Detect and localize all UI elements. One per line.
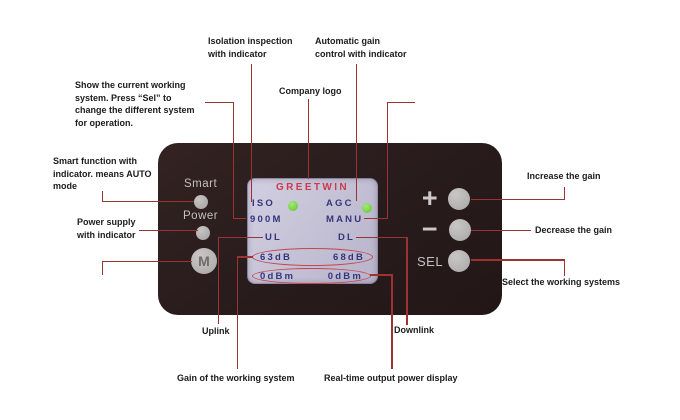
uplink-power-value: 0dBm (260, 270, 296, 282)
isolation-label: Isolation inspection with indicator (208, 36, 293, 59)
leader-isolation-vertical (250, 64, 252, 202)
leader-show-system-top (205, 101, 233, 103)
leader-increase-horizontal (471, 198, 565, 200)
iso-indicator-led (288, 201, 298, 211)
leader-select-vertical (563, 259, 565, 276)
power-indicator-led (196, 226, 210, 240)
leader-uplink-vertical (217, 236, 219, 324)
company-logo-text: GREETWIN (275, 182, 350, 193)
leader-realtime-hook (370, 274, 392, 276)
agc-indicator-led (362, 203, 372, 213)
leader-downlink-vertical (406, 236, 408, 325)
show-system-label: Show the current working system. Press “… (75, 80, 195, 128)
increase-gain-label: Increase the gain (527, 171, 601, 181)
leader-m-horizontal (101, 260, 192, 262)
m-button-label: M (198, 253, 210, 269)
downlink-column-label: DL (338, 232, 356, 243)
minus-symbol: − (421, 214, 439, 244)
leader-manu-top (387, 101, 415, 103)
select-system-button[interactable] (448, 250, 470, 272)
uplink-gain-value: 63dB (260, 251, 293, 263)
gain-display-label: Gain of the working system (177, 373, 295, 383)
power-readout-oval: 0dBm 0dBm (252, 268, 371, 284)
leader-m-vertical (101, 260, 103, 275)
leader-decrease-horizontal (471, 229, 531, 231)
realtime-power-label: Real-time output power display (324, 373, 458, 383)
leader-uplink-hook (218, 236, 263, 238)
leader-smart-vertical (101, 191, 103, 202)
leader-gain-vertical (236, 256, 238, 369)
uplink-label: Uplink (202, 326, 230, 336)
sel-label: SEL (417, 254, 444, 269)
downlink-label: Downlink (394, 325, 434, 335)
mode-value: MANU (326, 214, 364, 225)
decrease-gain-button[interactable] (449, 219, 471, 241)
band-value: 900M (250, 214, 283, 225)
decrease-gain-label: Decrease the gain (535, 225, 613, 235)
leader-company-logo-vertical (307, 99, 309, 179)
device-panel: Smart Power M + − SEL GREETWIN ISO AGC 9… (158, 143, 502, 315)
leader-smart-horizontal (101, 200, 194, 202)
plus-symbol: + (421, 183, 439, 213)
company-logo-label: Company logo (279, 86, 342, 96)
leader-show-system-vertical (232, 101, 234, 219)
uplink-column-label: UL (265, 232, 283, 243)
leader-manu-vertical (386, 101, 388, 219)
iso-label-text: ISO (252, 198, 275, 209)
leader-select-horizontal (471, 259, 565, 261)
downlink-gain-value: 68dB (332, 251, 365, 263)
power-supply-label: Power supply with indicator (77, 217, 136, 240)
leader-realtime-vertical (391, 274, 393, 369)
lcd-display: GREETWIN ISO AGC 900M MANU UL DL 63dB 68… (247, 178, 378, 284)
leader-manu-hook (364, 217, 388, 219)
leader-increase-vertical (563, 187, 565, 200)
downlink-power-value: 0dBm (327, 270, 363, 282)
increase-gain-button[interactable] (448, 188, 470, 210)
select-systems-label: Select the working systems (502, 277, 621, 287)
leader-show-system-hook (232, 217, 246, 219)
agc-label-text: AGC (326, 198, 354, 209)
smart-indicator-led (194, 195, 208, 209)
leader-gain-hook (237, 256, 253, 258)
power-label: Power (183, 210, 219, 222)
leader-downlink-hook (356, 236, 407, 238)
leader-power-horizontal (139, 229, 198, 231)
gain-readout-oval: 63dB 68dB (252, 248, 373, 266)
automatic-gain-label: Automatic gain control with indicator (315, 36, 407, 59)
leader-agc-vertical (355, 64, 357, 201)
m-button[interactable]: M (191, 248, 217, 274)
smart-label: Smart (184, 178, 218, 190)
smart-function-label: Smart function with indicator. means AUT… (53, 156, 152, 191)
